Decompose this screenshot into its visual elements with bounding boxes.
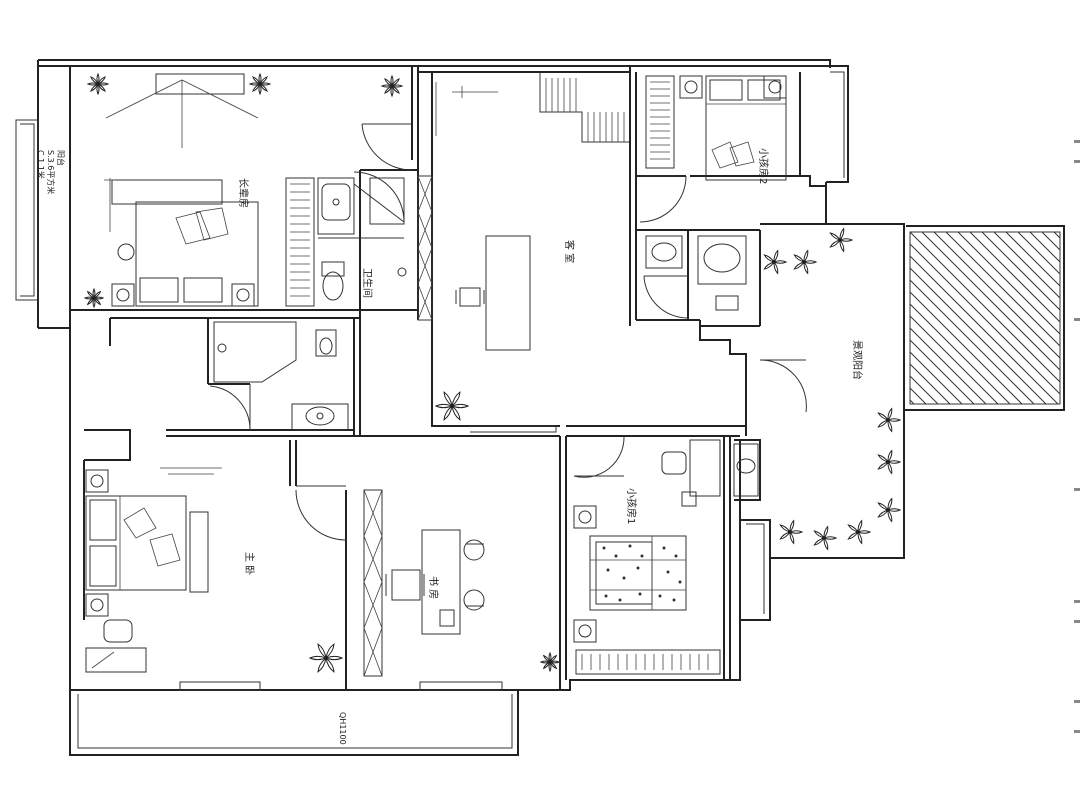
hatch-line [909,315,999,405]
bottom-dim: QH1100 [338,712,347,745]
pattern-dot [638,592,642,596]
window-dim1: S.3.6平方米 [46,150,56,194]
balcony-hatch [909,231,1061,405]
elder-wardrobe-hangers [290,183,310,297]
hatch-line [909,399,915,405]
hatch-line [945,231,1061,347]
hatch-line [969,231,1061,323]
pattern-dot [636,566,640,570]
living-room [435,82,557,433]
plant-icon [763,249,788,275]
plant-icon [248,72,272,96]
hatch-line [1029,231,1061,263]
staircase [545,78,625,142]
living-room-label: 客 室 [563,240,576,263]
master-bedroom [85,467,261,691]
pattern-dot [672,598,676,602]
pattern-dot [602,546,606,550]
hatch-line [993,231,1061,299]
study [385,529,503,691]
hatch-line [909,363,951,405]
room-labels: 长辈房 卫生间 客 室 小孩房2 景观阳台 主 卧 书 房 小孩房1 阳台 S.… [36,148,864,745]
master-bedroom-label: 主 卧 [243,552,256,575]
wardrobes [189,75,721,677]
bathroom-label: 卫生间 [361,268,374,298]
doors [209,123,807,541]
hatch-line [909,255,1059,405]
plant-icon [86,72,110,96]
hatch-line [933,231,1061,359]
child-room2-label: 小孩房2 [757,148,770,184]
plant-icon [83,287,105,309]
elder-room [104,73,259,307]
elder-room-label: 长辈房 [237,178,250,208]
hatch-line [909,375,939,405]
plant-icon [813,525,838,551]
child-room-1 [573,439,759,643]
pattern-dot [658,594,662,598]
interior-walls [70,66,826,690]
plant-icon [434,391,470,421]
plant-icon [380,74,404,98]
plant-icon [877,449,902,475]
balcony-area [760,223,1065,559]
hatch-line [909,351,963,405]
hatch-line [909,243,1061,395]
plants [83,72,902,673]
hatch-line [1017,231,1061,275]
middle-bath [213,321,349,431]
pattern-dot [606,568,610,572]
bedspread-pattern [602,544,682,602]
pattern-dot [662,546,666,550]
hatch-line [909,267,1047,405]
window-dim2: C.1.1米 [36,150,46,179]
child1-wardrobe-hangers [581,654,709,670]
pattern-dot [640,554,644,558]
pattern-dot [622,576,626,580]
hatch-line [909,291,1023,405]
hatch-line [1005,231,1061,287]
pattern-dot [666,570,670,574]
pattern-dot [618,598,622,602]
pattern-dot [628,544,632,548]
hatch-line [909,327,987,405]
hatch-line [921,231,1061,371]
hatch-line [909,279,1035,405]
window-label: 阳台 [56,150,66,166]
study-label: 书 房 [427,576,440,599]
pattern-dot [674,554,678,558]
hatch-line [1041,231,1061,251]
plant-icon [793,249,818,275]
hatch-line [1053,231,1061,239]
pattern-dot [614,554,618,558]
hatch-line [957,231,1061,335]
plant-icon [829,227,854,253]
balcony-label: 景观阳台 [851,340,864,380]
plant-icon [779,519,804,545]
bathroom [317,177,407,301]
child-room-2 [645,75,787,311]
hatch-line [909,387,927,405]
plant-icon [877,497,902,523]
child-room1-label: 小孩房1 [625,488,638,524]
plant-icon [877,407,902,433]
hatch-line [981,231,1061,311]
plant-icon [539,651,561,673]
pattern-dot [604,594,608,598]
child2-wardrobe-hangers [650,81,670,160]
plant-icon [308,643,344,673]
hatch-line [909,339,975,405]
plant-icon [847,519,872,545]
hatch-line [909,303,1011,405]
edge-marks [1074,140,1080,733]
hatch-line [909,231,1061,383]
pattern-dot [678,580,682,584]
